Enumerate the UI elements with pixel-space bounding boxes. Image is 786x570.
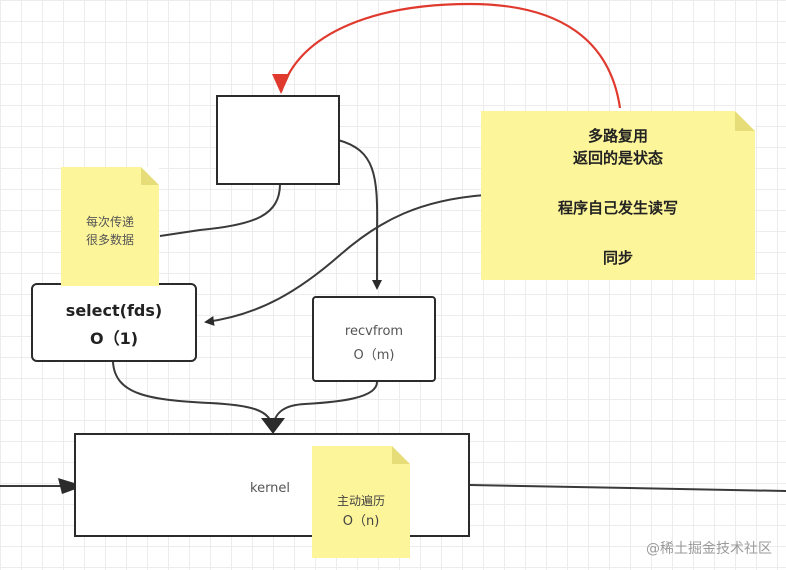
recvfrom-label: recvfrom — [344, 324, 404, 339]
note-left-line2: 很多数据 — [85, 233, 134, 247]
sticky-note-left: 每次传递 很多数据 — [61, 167, 159, 286]
kernel-left-arrowhead — [58, 478, 84, 494]
edge-recvfrom-to-kernel — [272, 381, 378, 429]
note-right-line2: 返回的是状态 — [572, 149, 663, 167]
note-right-line4: 同步 — [602, 249, 633, 267]
kernel-label: kernel — [250, 481, 291, 496]
watermark-text: @稀土掘金技术社区 — [646, 541, 772, 557]
note-left-line1: 每次传递 — [85, 215, 134, 229]
sticky-note-right: 多路复用 返回的是状态 程序自己发生读写 同步 — [481, 111, 755, 280]
note-right-line1: 多路复用 — [587, 127, 648, 145]
select-complexity: O（1) — [89, 329, 139, 348]
note-right-line3: 程序自己发生读写 — [557, 199, 678, 217]
top-process-box — [216, 95, 340, 185]
kernel-merge-arrowhead — [261, 418, 285, 434]
edge-top-to-recvfrom — [337, 139, 382, 290]
select-box: select(fds) O（1) — [31, 283, 197, 362]
select-label: select(fds) — [65, 301, 163, 320]
kernel-box: kernel — [74, 433, 470, 537]
edge-kernel-right-out — [469, 484, 786, 492]
note-fold-corner — [392, 446, 410, 464]
edge-select-to-kernel — [112, 361, 273, 429]
sticky-note-kernel: 主动遍历 O（n) — [312, 446, 410, 558]
edge-note-right-to-select — [204, 194, 486, 326]
feedback-arrow-red — [279, 2, 622, 109]
note-kernel-line2: O（n) — [342, 514, 380, 529]
edge-top-to-note-left — [159, 183, 281, 237]
note-fold-corner — [735, 111, 755, 131]
note-fold-corner — [141, 167, 159, 185]
recvfrom-box: recvfrom O（m) — [312, 296, 436, 382]
recvfrom-complexity: O（m) — [353, 348, 395, 363]
note-kernel-line1: 主动遍历 — [336, 494, 385, 508]
feedback-arrowhead — [272, 74, 290, 94]
